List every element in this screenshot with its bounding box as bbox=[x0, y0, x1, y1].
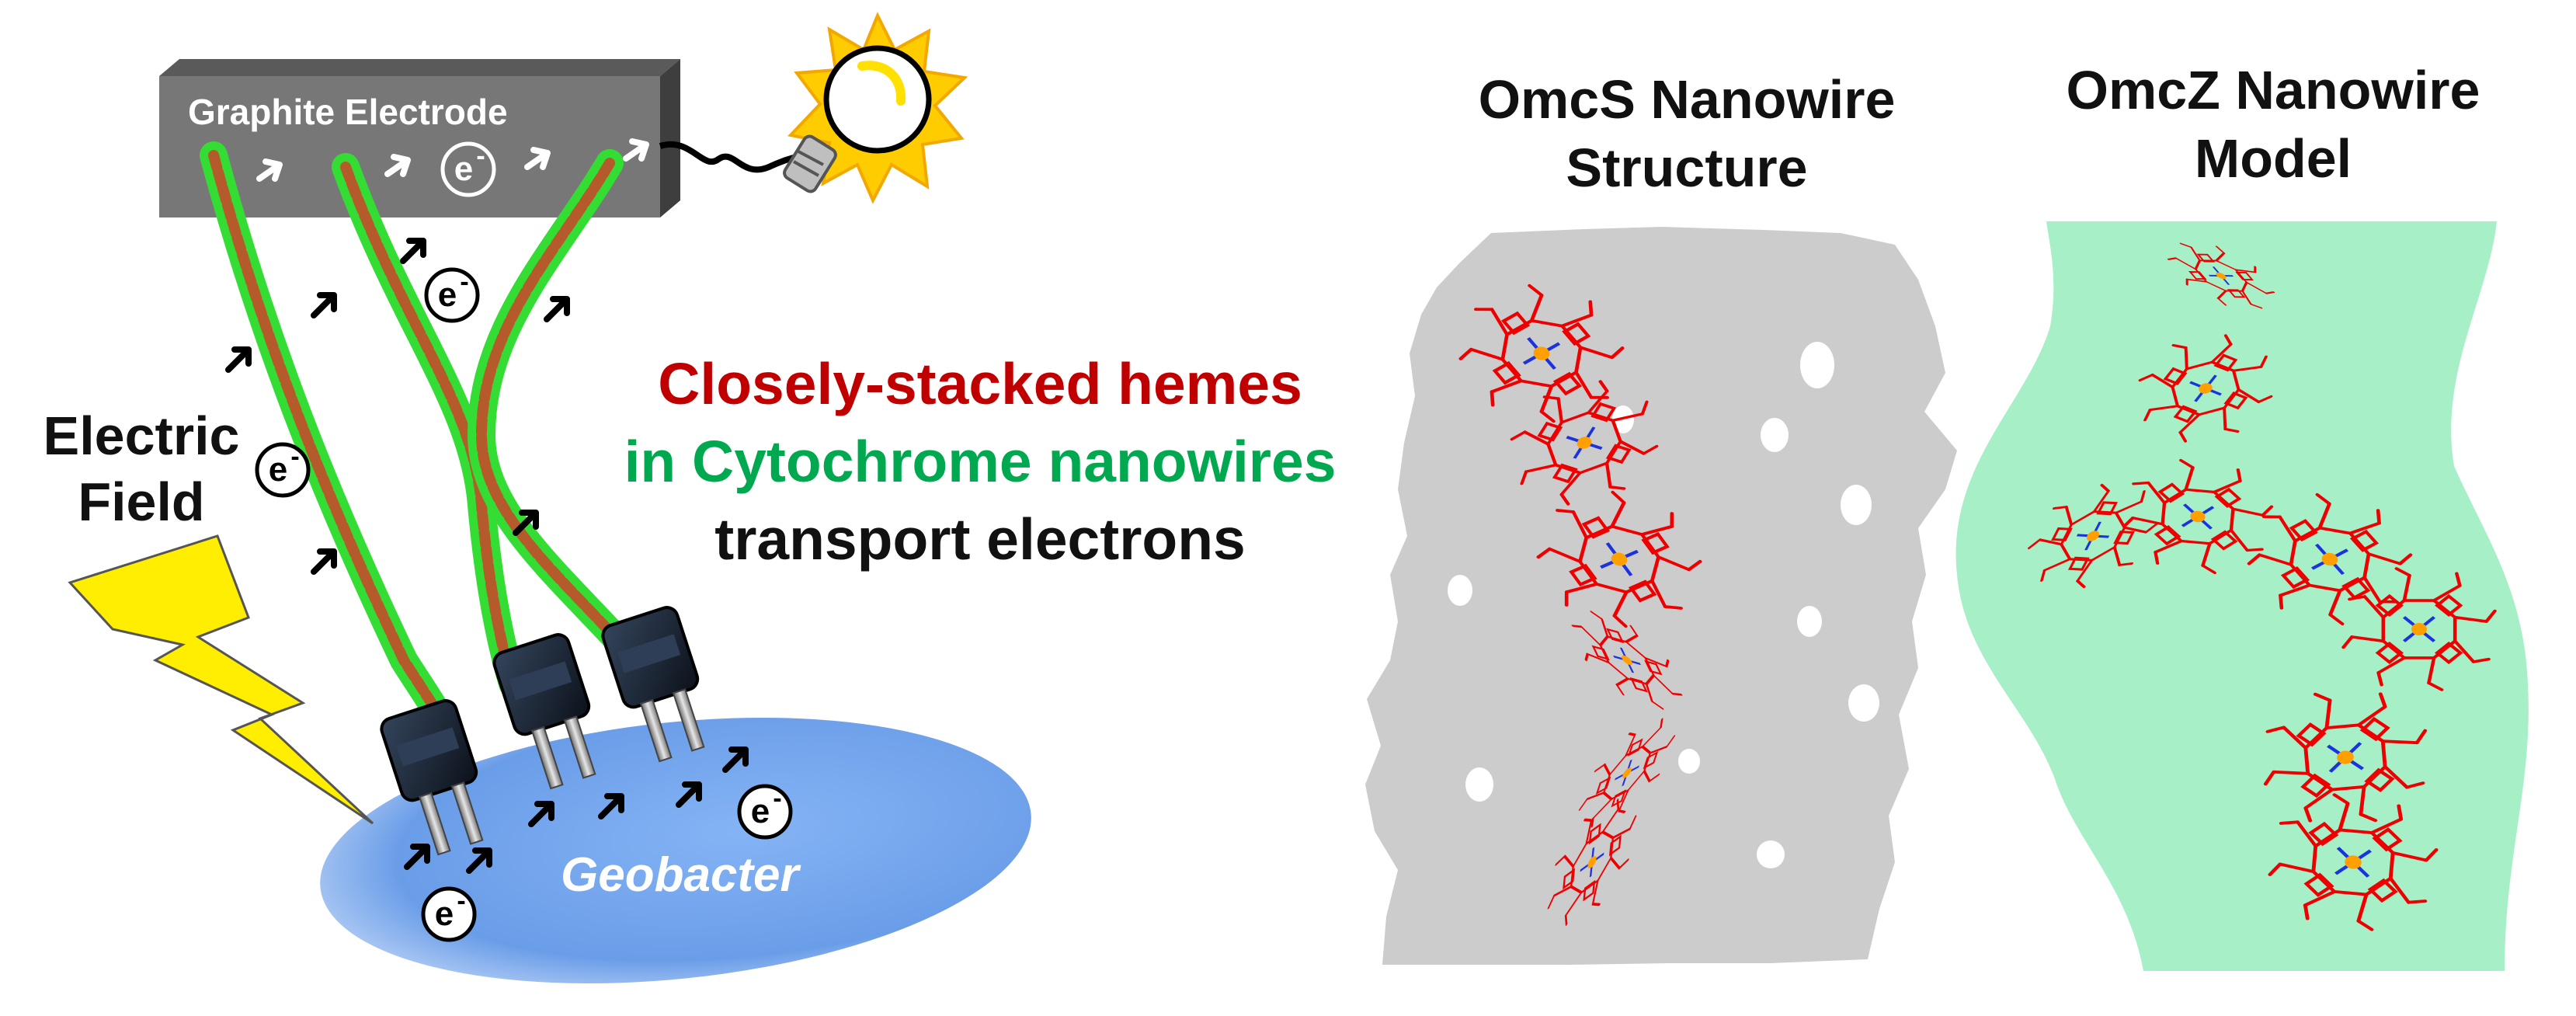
electric-plug-icon bbox=[492, 633, 596, 790]
geobacter-label: Geobacter bbox=[561, 848, 801, 902]
svg-text:-: - bbox=[773, 784, 781, 813]
headline-line-1: Closely-stacked hemes bbox=[658, 351, 1302, 416]
heme-molecule-icon bbox=[1510, 380, 1659, 506]
wire bbox=[659, 141, 798, 173]
svg-text:-: - bbox=[290, 442, 299, 471]
heme-molecule-icon bbox=[2263, 692, 2428, 823]
svg-text:-: - bbox=[457, 886, 465, 916]
heme-molecule-icon bbox=[2138, 334, 2273, 443]
heme-molecule-icon bbox=[2028, 483, 2158, 589]
arrow-icon bbox=[403, 241, 423, 261]
headline-line-3: transport electrons bbox=[714, 506, 1246, 572]
heme-molecule-icon bbox=[1571, 611, 1683, 710]
heme-molecule-icon bbox=[1547, 799, 1637, 926]
omcz-title: Model bbox=[2195, 128, 2352, 189]
svg-text:-: - bbox=[460, 267, 468, 297]
electric-plug-icon bbox=[601, 606, 705, 763]
electron-icon: e - bbox=[424, 267, 480, 323]
field-label: Electric bbox=[43, 405, 240, 466]
svg-text:e: e bbox=[454, 150, 473, 188]
omcs-title: OmcS Nanowire bbox=[1479, 69, 1896, 130]
svg-text:-: - bbox=[476, 141, 485, 171]
svg-text:e: e bbox=[751, 792, 770, 830]
electric-plug-icon bbox=[380, 699, 484, 856]
electron-icon: e - bbox=[421, 886, 477, 942]
arrow-icon bbox=[314, 551, 334, 572]
electron-icon: e - bbox=[440, 141, 496, 197]
omcs-title: Structure bbox=[1566, 137, 1807, 198]
geobacter-cell bbox=[320, 718, 1031, 983]
electron-icon: e - bbox=[255, 442, 311, 498]
svg-text:e: e bbox=[438, 276, 457, 314]
electron-icon: e - bbox=[737, 784, 793, 840]
headline-line-2: in Cytochrome nanowires bbox=[624, 429, 1337, 494]
arrow-icon bbox=[228, 350, 249, 370]
heme-molecule-icon bbox=[2268, 793, 2439, 931]
heme-molecule-icon bbox=[1578, 718, 1676, 828]
arrow-icon bbox=[547, 299, 567, 319]
density-holes bbox=[1448, 342, 1879, 868]
nanowire-3 bbox=[467, 149, 643, 666]
heme-molecule-icon bbox=[2167, 242, 2275, 309]
svg-text:e: e bbox=[269, 451, 287, 489]
electrode-label: Graphite Electrode bbox=[188, 92, 508, 132]
heme-molecule-icon bbox=[2247, 492, 2413, 626]
heme-molecule-icon bbox=[2341, 567, 2497, 691]
light-bulb-icon bbox=[783, 12, 968, 204]
heme-molecules bbox=[1458, 242, 2497, 931]
heme-molecule-icon bbox=[2122, 458, 2274, 575]
heme-molecule-icon bbox=[1536, 490, 1702, 628]
svg-text:e: e bbox=[435, 895, 454, 933]
field-label: Field bbox=[78, 471, 204, 532]
arrow-icon bbox=[314, 295, 334, 315]
heme-molecule-icon bbox=[1458, 284, 1625, 423]
omcz-title: OmcZ Nanowire bbox=[2067, 60, 2480, 120]
lightning-bolt-icon bbox=[68, 534, 374, 825]
